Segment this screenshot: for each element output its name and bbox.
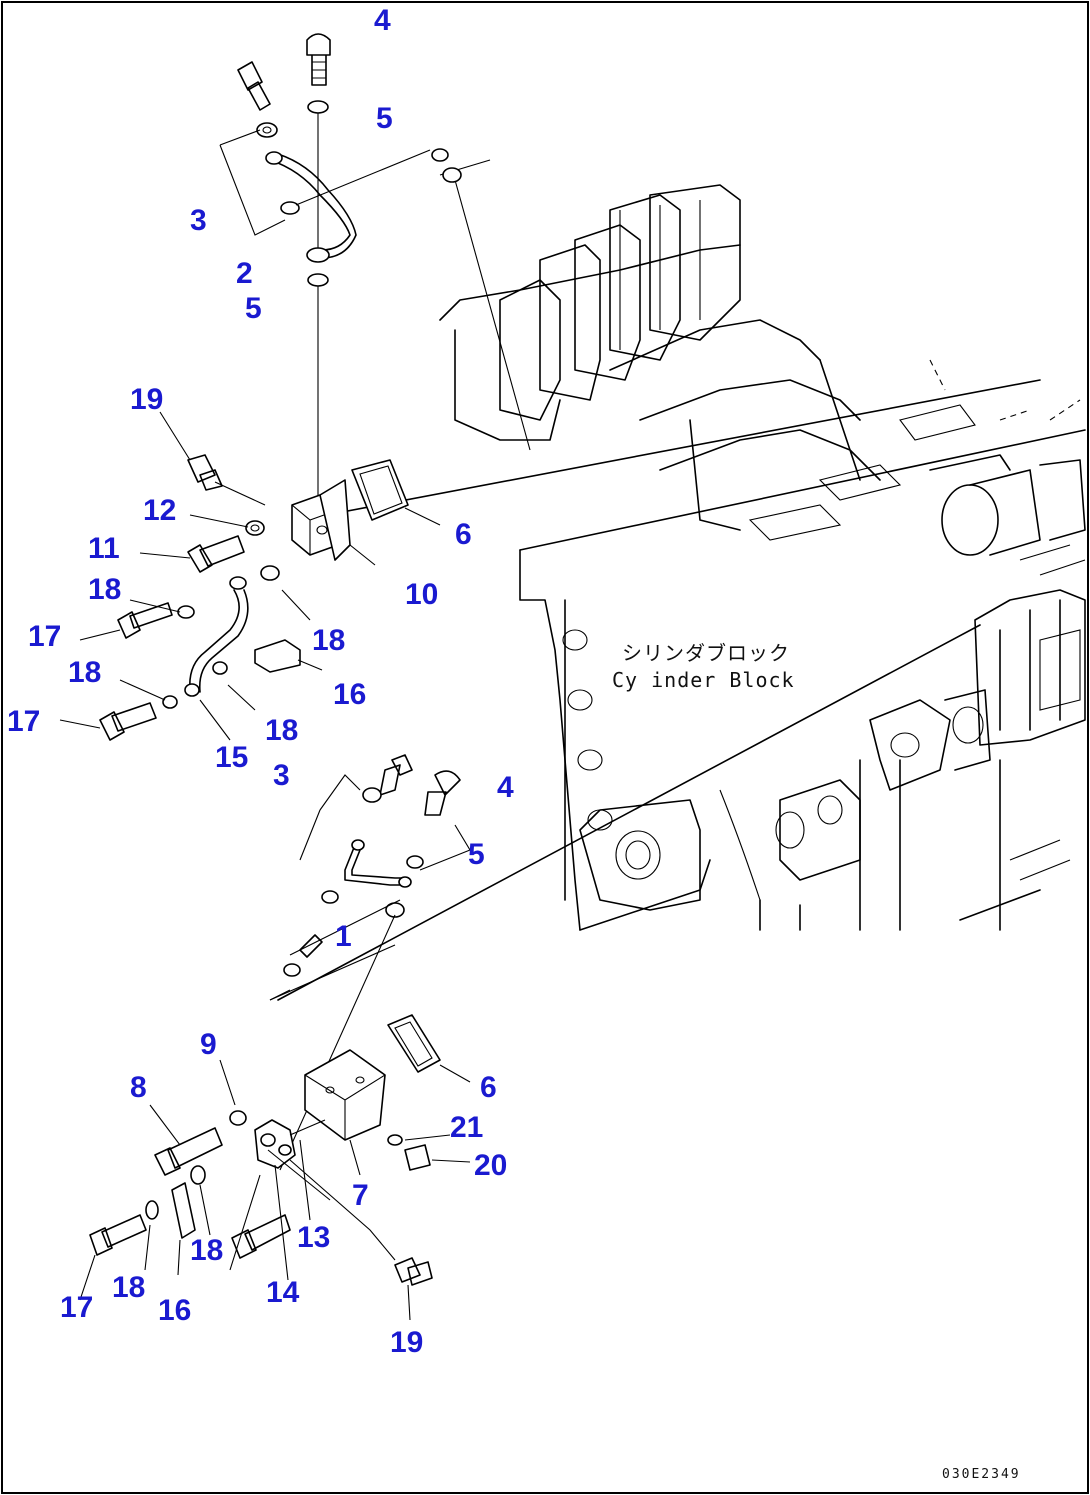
callout-5-mid: 5	[468, 838, 485, 871]
block-label-japanese: シリンダブロック	[622, 641, 790, 665]
callout-18-c: 18	[68, 656, 101, 689]
callout-16-a: 16	[333, 678, 366, 711]
callout-18-a: 18	[88, 573, 121, 606]
callout-18-f: 18	[112, 1271, 145, 1304]
bolt-17-upper	[117, 602, 173, 639]
block-label-english: Cy inder Block	[612, 668, 795, 692]
bolt-17-lower	[99, 702, 157, 741]
housing-7	[304, 1049, 386, 1141]
cylinder-block-illustration	[277, 159, 1086, 1001]
callout-18-b: 18	[312, 624, 345, 657]
callout-19-bottom: 19	[390, 1326, 423, 1359]
bracket-16-upper	[254, 639, 301, 673]
middle-assembly	[269, 754, 471, 1171]
bracket-16-lower	[171, 1182, 196, 1239]
pipe-3-upper	[269, 159, 351, 251]
callout-10: 10	[405, 578, 438, 611]
bolt-4-top	[306, 33, 331, 86]
callout-3-mid: 3	[273, 759, 290, 792]
washer-5-lower	[307, 273, 329, 287]
pipe-15	[188, 589, 240, 691]
lower-assembly	[79, 1014, 471, 1321]
callout-1: 1	[335, 920, 352, 953]
callout-21: 21	[450, 1111, 483, 1144]
callout-17-c: 17	[60, 1291, 93, 1324]
callout-2: 2	[236, 257, 253, 290]
document-code: 030E2349	[942, 1467, 1021, 1482]
callout-13: 13	[297, 1221, 330, 1254]
callout-6-bottom: 6	[480, 1071, 497, 1104]
callout-5-top2: 5	[245, 292, 262, 325]
callout-6-top: 6	[455, 518, 472, 551]
gasket-6-top	[351, 459, 409, 521]
callout-18-d: 18	[265, 714, 298, 747]
callout-labels: 4 5 3 2 5 19 12 6 11 10 18 18 17 16 18 1…	[7, 4, 514, 1359]
sensor-19-top	[187, 454, 223, 491]
callout-17-a: 17	[28, 620, 61, 653]
washer-12	[245, 520, 265, 536]
callout-12: 12	[143, 494, 176, 527]
washer-5-top	[307, 100, 329, 114]
callout-9: 9	[200, 1028, 217, 1061]
washer-2	[306, 247, 330, 263]
washer-21	[387, 1134, 403, 1146]
callout-18-e: 18	[190, 1234, 223, 1267]
callout-17-b: 17	[7, 705, 40, 738]
callout-5-top: 5	[376, 102, 393, 135]
callout-8: 8	[130, 1071, 147, 1104]
callout-15: 15	[215, 741, 248, 774]
bolt-11	[187, 535, 245, 573]
bolt-3-top	[237, 61, 271, 111]
callout-19-top: 19	[130, 383, 163, 416]
bolt-14	[231, 1214, 291, 1259]
callout-20: 20	[474, 1149, 507, 1182]
washer-9	[229, 1110, 247, 1126]
pipe-1	[344, 844, 406, 886]
callout-3-top: 3	[190, 204, 207, 237]
bolt-17-bottom	[89, 1214, 147, 1256]
bolt-8	[154, 1127, 223, 1176]
upper-assembly	[59, 33, 462, 741]
bolt-3-mid	[379, 754, 413, 796]
callout-4-mid: 4	[497, 771, 514, 804]
bolt-20	[404, 1144, 431, 1171]
callout-14: 14	[266, 1276, 300, 1309]
gasket-6-bottom	[387, 1014, 441, 1073]
sensor-19-bottom	[394, 1257, 433, 1286]
valve-body-13	[254, 1119, 296, 1169]
callout-7: 7	[352, 1179, 369, 1212]
callout-4-top: 4	[374, 4, 391, 37]
bolt-4-mid	[424, 770, 461, 816]
callout-16-b: 16	[158, 1294, 191, 1327]
callout-11: 11	[88, 532, 120, 565]
